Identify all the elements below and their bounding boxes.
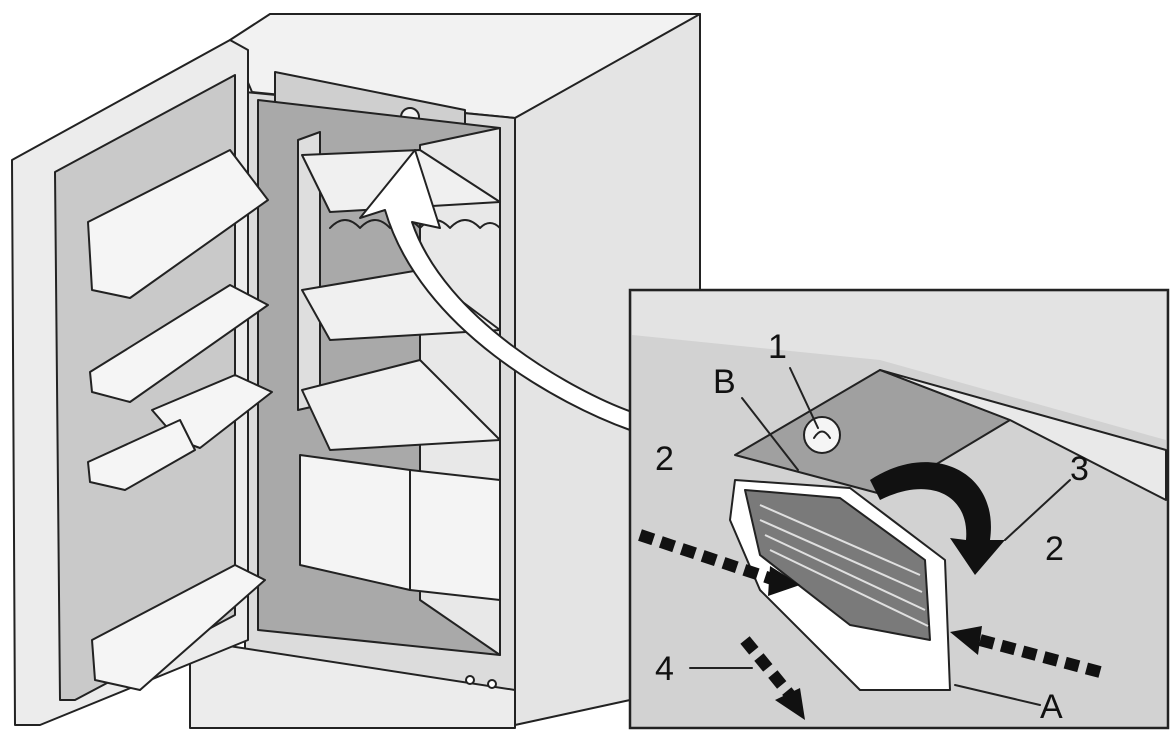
curved-pointer-arrow [359,149,633,431]
remove-arrow-4 [740,636,805,720]
rotate-arrow-3 [870,462,1005,575]
cabinet-base [189,639,516,729]
door-dairy-compartment [87,149,269,299]
glass-shelf [301,269,501,341]
leader-line-a [954,684,1041,706]
callout-b: B [713,363,736,401]
callout-1: 1 [768,328,787,366]
callout-2-left: 2 [655,440,674,478]
light-bulb [803,416,841,454]
leader-line-1 [789,367,819,429]
callout-4: 4 [655,650,674,688]
grille-lines [759,504,929,627]
base-screw [465,675,475,685]
fridge-cabinet [189,13,701,729]
crisper-drawer-left [299,454,411,591]
base-screw [487,679,497,689]
crisper-drawer-right [409,469,501,601]
door-bottle-shelf [91,564,266,691]
callout-a: A [1040,688,1063,726]
leader-line-b [741,397,799,471]
inset-ceiling [632,292,1166,440]
leader-line-3 [1004,479,1071,541]
callout-2-right: 2 [1045,530,1064,568]
press-arrow-2-right [950,626,1102,678]
glass-shelf [301,359,501,451]
press-arrow-2-left [638,529,800,596]
detail-inset: 1 B 2 3 2 4 A [628,288,1170,730]
callout-3: 3 [1070,450,1089,488]
lamp-cover [729,479,951,691]
lamp-housing-plate [879,369,1167,501]
wine-rack [329,219,501,229]
door-shelf-upper [89,284,269,403]
door-shelf-small [87,419,196,491]
lamp-cover-grille [744,489,931,641]
fridge-door [11,39,273,726]
